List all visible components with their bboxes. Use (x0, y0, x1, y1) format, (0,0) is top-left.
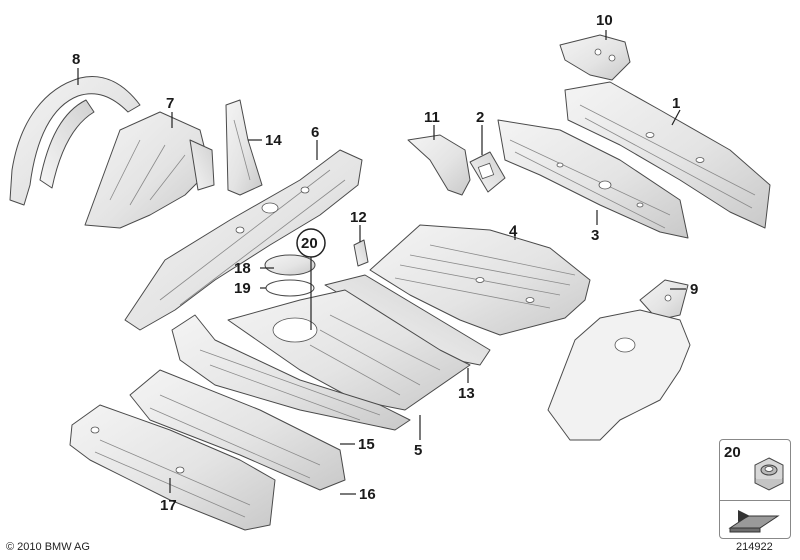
part-11-reinforcement (407, 134, 471, 196)
callout-numbers: 1 2 3 4 5 6 7 8 9 10 11 12 13 14 15 16 1… (72, 12, 698, 514)
legend-box: 20 (719, 439, 791, 539)
leader-lines (77, 30, 686, 495)
part-7-side-panel (84, 111, 215, 229)
callout-12: 12 (350, 209, 367, 226)
callout-13: 13 (458, 385, 475, 402)
hex-nut-icon (754, 457, 784, 491)
part-18-cover (264, 254, 316, 276)
callout-3: 3 (591, 227, 599, 244)
part-15-cross-member (171, 314, 411, 431)
callout-5: 5 (414, 442, 422, 459)
callout-4: 4 (509, 223, 518, 240)
diagram-id: 214922 (736, 541, 773, 553)
part-19-ring (265, 279, 315, 297)
callout-8: 8 (72, 51, 80, 68)
part-6-longitudinal-member (124, 149, 363, 331)
part-5-floor-pan (227, 289, 471, 411)
callout-16: 16 (359, 486, 376, 503)
legend-number: 20 (724, 444, 741, 461)
part-4-trunk-floor (369, 224, 591, 336)
arrow-marker-icon (728, 510, 780, 533)
callout-6: 6 (311, 124, 319, 141)
part-10-top-bracket (559, 34, 631, 81)
part-3-rear-panel (497, 119, 689, 239)
callout-10: 10 (596, 12, 613, 29)
callout-20: 20 (301, 235, 318, 252)
part-2-bracket-plate (469, 151, 506, 193)
callout-9: 9 (690, 281, 698, 298)
callout-14: 14 (265, 132, 282, 149)
part-14-bracket (225, 99, 263, 196)
part-16-floor-reinforcement (129, 369, 346, 491)
part-12-small-bracket (353, 239, 369, 267)
callout-7: 7 (166, 95, 174, 112)
legend-divider (720, 500, 790, 501)
rear-inner-panel (547, 309, 691, 441)
callout-1: 1 (672, 95, 680, 112)
callout-2: 2 (476, 109, 484, 126)
callout-18: 18 (234, 260, 251, 277)
callout-19: 19 (234, 280, 251, 297)
part-1-rear-end-member (564, 81, 771, 229)
copyright-text: © 2010 BMW AG (6, 541, 90, 553)
callout-15: 15 (358, 436, 375, 453)
callout-11: 11 (424, 109, 440, 126)
callout-17: 17 (160, 497, 177, 514)
part-8-wheel-arch (9, 76, 141, 206)
